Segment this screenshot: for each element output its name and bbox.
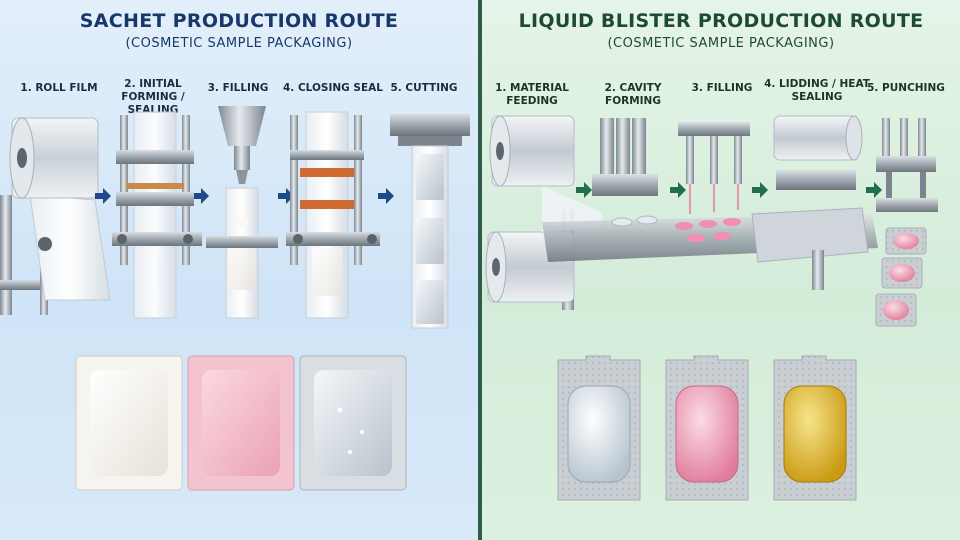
- blister-pink: [665, 355, 749, 501]
- sachet-step-4: 4. CLOSING SEAL: [283, 82, 383, 94]
- blister-step-3: 3. FILLING: [691, 82, 753, 94]
- blister-panel: LIQUID BLISTER PRODUCTION ROUTE (COSMETI…: [482, 0, 960, 540]
- blister-step-2: 2. CAVITY FORMING: [604, 82, 662, 107]
- sachet-subtitle: (COSMETIC SAMPLE PACKAGING): [125, 36, 353, 51]
- cavity-forming-unit: [592, 118, 658, 227]
- blister-title: LIQUID BLISTER PRODUCTION ROUTE: [518, 10, 924, 32]
- material-feeding-unit: [485, 115, 602, 310]
- blister-subtitle: (COSMETIC SAMPLE PACKAGING): [607, 36, 835, 51]
- blister-step-5: 5. PUNCHING: [867, 82, 945, 94]
- sachet-panel: SACHET PRODUCTION ROUTE (COSMETIC SAMPLE…: [0, 0, 478, 540]
- sachet-title: SACHET PRODUCTION ROUTE: [79, 10, 399, 32]
- blister-arrows: [576, 182, 882, 198]
- filling-unit: [206, 106, 278, 319]
- blister-step-1: 1. MATERIAL FEEDING: [495, 82, 569, 107]
- closing-seal-unit: [286, 111, 380, 319]
- forming-sealing-unit: [112, 111, 202, 319]
- sachet-step-1: 1. ROLL FILM: [20, 82, 98, 94]
- blister-gold: [773, 355, 857, 501]
- sachet-step-5: 5. CUTTING: [390, 82, 458, 94]
- cutting-unit: [390, 114, 470, 329]
- roll-film-unit: [0, 117, 111, 315]
- sachet-step-3: 3. FILLING: [207, 82, 269, 94]
- punching-unit: [875, 118, 938, 327]
- blister-step-4: 4. LIDDING / HEAT SEALING: [764, 78, 870, 103]
- blister-filling-unit: [675, 122, 750, 242]
- panel-divider: [478, 0, 482, 540]
- sachet-line-illustration: [0, 106, 470, 491]
- sachet-white: [75, 355, 183, 491]
- sachet-clear: [299, 355, 407, 491]
- sachet-pink: [187, 355, 295, 491]
- blister-clear: [557, 355, 641, 501]
- lidding-heat-sealing-unit: [751, 115, 869, 290]
- blister-line-illustration: [485, 115, 938, 501]
